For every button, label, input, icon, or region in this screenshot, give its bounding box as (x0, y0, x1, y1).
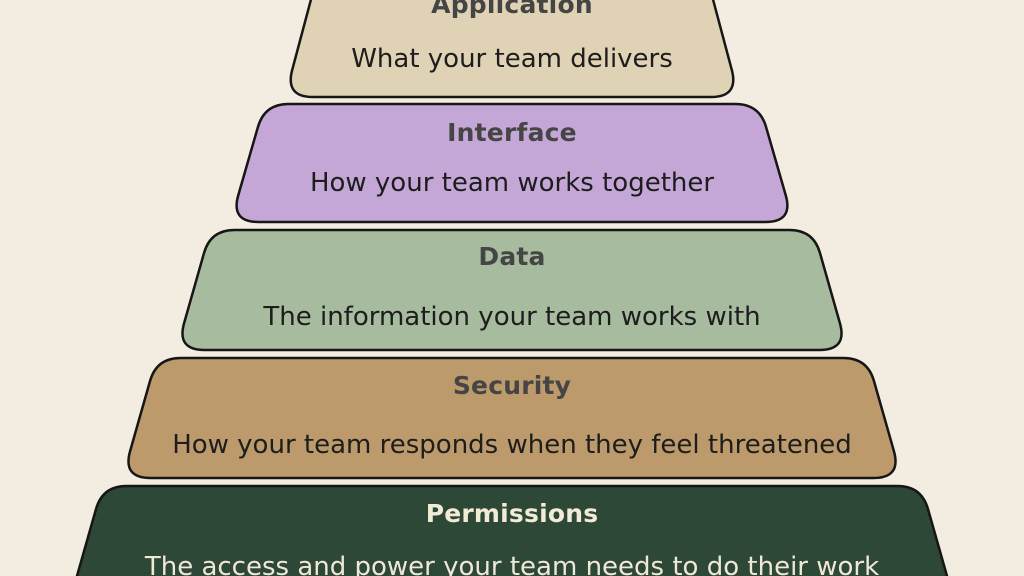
layer-data-title: Data (478, 242, 546, 271)
layer-application-shape (289, 0, 735, 99)
layer-interface-description: How your team works together (309, 168, 715, 198)
layer-data-shape (181, 228, 843, 352)
layer-security-description: How your team responds when they feel th… (172, 430, 852, 460)
layer-interface-title: Interface (447, 118, 577, 147)
layer-interface-shape (235, 102, 789, 224)
layer-security-shape (127, 356, 897, 480)
layer-permissions-shape (75, 484, 949, 576)
layer-security-title: Security (452, 371, 572, 400)
layer-application-title: Application (431, 0, 593, 19)
layer-permissions-description: The access and power your team needs to … (144, 552, 880, 576)
layer-permissions-title: Permissions (425, 499, 599, 528)
layer-data-description: The information your team works with (263, 302, 761, 332)
layer-application-description: What your team delivers (351, 44, 673, 74)
